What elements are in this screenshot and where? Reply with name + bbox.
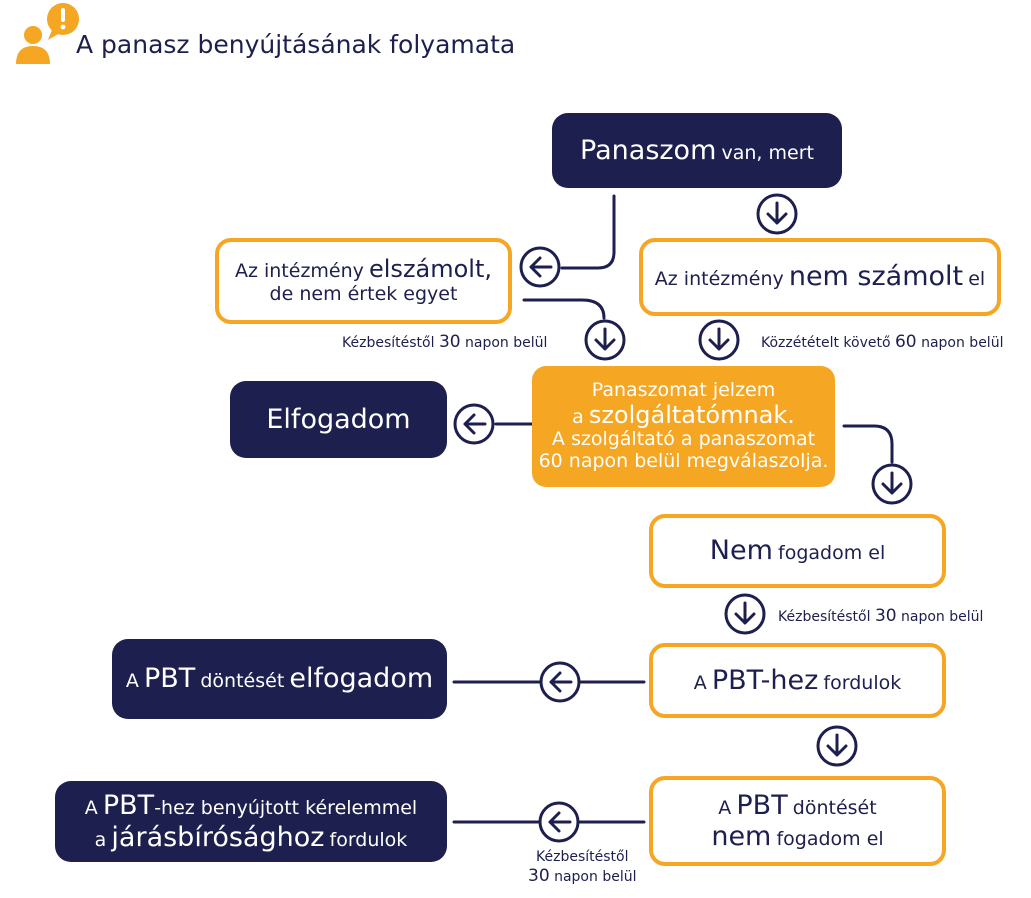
connector-settled-to-report (522, 298, 606, 320)
published-60-label: Közzétételt követő 60 napon belül (761, 332, 1003, 352)
arrow-down-icon (584, 319, 626, 361)
pbt-reject-big-text: PBT (736, 789, 788, 821)
delivery-30-a-post: napon belül (465, 335, 548, 351)
delivery-30-c-num: 30 (528, 865, 550, 886)
pbt-apply-big-text: PBT-hez (711, 664, 819, 696)
start-big-text: Panaszom (580, 134, 717, 166)
delivery-30-label-a: Kézbesítéstől 30 napon belül (342, 332, 547, 352)
arrow-down-icon (871, 463, 913, 505)
report-line2-big: szolgáltatómnak. (588, 400, 795, 429)
court-l2-small-2: fordulok (329, 828, 408, 851)
published-60-pre: Közzétételt követő (761, 335, 891, 351)
pbt-accept-box: A PBT döntését elfogadom (112, 639, 447, 719)
pbt-reject-box: A PBT döntését nem fogadom el (649, 776, 946, 866)
not-settled-small-text-2: el (968, 268, 986, 291)
reject-small-text: fogadom el (778, 542, 886, 565)
user-exclamation-icon (16, 3, 79, 64)
delivery-30-a-num: 30 (438, 332, 461, 352)
court-l1-big: PBT (102, 790, 155, 822)
pbt-apply-box: A PBT-hez fordulok (649, 643, 946, 718)
connector-report-to-reject (842, 424, 894, 464)
delivery-30-a-pre: Kézbesítéstől (342, 335, 435, 351)
published-60-num: 60 (894, 332, 917, 352)
report-line4: 60 napon belül megválaszolja. (538, 450, 829, 473)
not-settled-big-text: nem számolt (788, 261, 964, 293)
pbt-apply-small-text: A (693, 671, 707, 694)
delivery-30-label-b: Kézbesítéstől 30 napon belül (778, 606, 983, 626)
report-line1: Panaszomat jelzem (591, 378, 776, 401)
arrow-left-icon (539, 661, 581, 703)
report-line3: A szolgáltató a panaszomat (551, 428, 816, 451)
connector-start-to-settled (560, 194, 616, 270)
settled-big-text: elszámolt, (369, 255, 493, 284)
settled-box: Az intézmény elszámolt, de nem értek egy… (215, 238, 512, 324)
page-title: A panasz benyújtásának folyamata (76, 30, 516, 59)
pbt-accept-small-text-2: döntését (200, 670, 285, 693)
pbt-accept-big-text: PBT (143, 663, 196, 695)
pbt-reject-big-text-2: nem (711, 821, 772, 852)
arrow-down-icon (816, 725, 858, 767)
accept-text: Elfogadom (266, 403, 411, 435)
reject-box: Nem fogadom el (649, 514, 946, 588)
published-60-post: napon belül (921, 335, 1004, 351)
pbt-apply-small-text-2: fordulok (823, 671, 902, 694)
report-box: Panaszomat jelzem a szolgáltatómnak. A s… (532, 366, 835, 487)
delivery-30-b-pre: Kézbesítéstől (778, 609, 871, 625)
arrow-left-icon (453, 403, 495, 445)
not-settled-small-text: Az intézmény (654, 268, 784, 291)
pbt-accept-small-text: A (125, 670, 139, 693)
arrow-left-icon (519, 246, 561, 288)
start-small-text: van, mert (721, 141, 814, 164)
reject-big-text: Nem (709, 535, 773, 567)
settled-line2: de nem értek egyet (269, 282, 458, 305)
report-line2-small: a (572, 405, 584, 428)
pbt-reject-small-text-3: fogadom el (776, 828, 884, 850)
pbt-reject-small-text: A (718, 796, 732, 819)
not-settled-box: Az intézmény nem számolt el (639, 238, 1001, 316)
arrow-left-icon (538, 801, 580, 843)
court-l1-small: A (84, 797, 98, 820)
start-box: Panaszom van, mert (552, 113, 842, 188)
pbt-accept-big-text-2: elfogadom (289, 663, 434, 695)
delivery-30-b-post: napon belül (901, 609, 984, 625)
court-l1-small-2: -hez benyújtott kérelemmel (154, 797, 418, 820)
arrow-down-icon (756, 193, 798, 235)
court-box: A PBT-hez benyújtott kérelemmel a járásb… (55, 781, 447, 862)
court-l2-big: járásbírósághoz (111, 821, 325, 853)
pbt-reject-small-text-2: döntését (792, 796, 877, 819)
delivery-30-c-line1: Kézbesítéstől (536, 849, 629, 865)
accept-box: Elfogadom (230, 381, 447, 458)
court-l2-small: a (94, 828, 107, 851)
delivery-30-c-line2: napon belül (554, 868, 637, 885)
arrow-down-icon (698, 319, 740, 361)
settled-small-text: Az intézmény (234, 260, 364, 283)
delivery-30-label-c: Kézbesítéstől 30 napon belül (528, 849, 636, 886)
arrow-down-icon (724, 593, 766, 635)
delivery-30-b-num: 30 (874, 606, 897, 626)
